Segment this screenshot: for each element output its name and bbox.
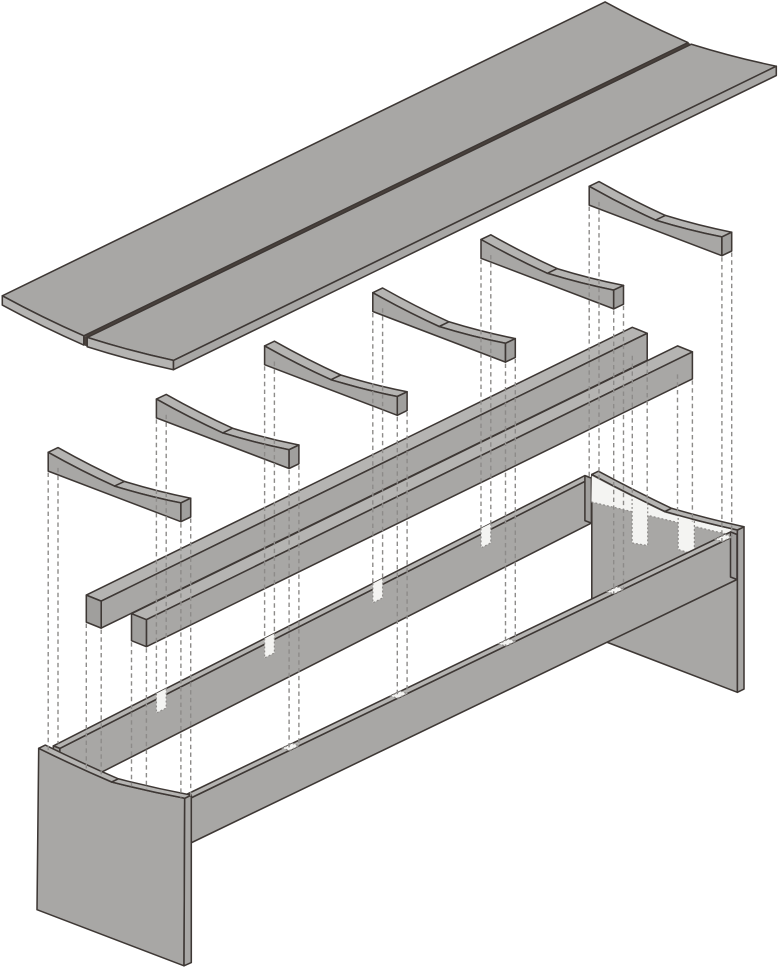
batten-6-side-face <box>588 185 723 257</box>
batten-3-valley-crease <box>330 374 342 381</box>
right-leg-hidden-batten-band <box>591 475 731 535</box>
near-apron-notch-2 <box>282 743 299 751</box>
batten-4-valley-crease <box>438 321 450 328</box>
seat-front-face <box>172 65 778 371</box>
alignment-lines <box>47 201 733 799</box>
batten-1 <box>47 446 192 523</box>
far-apron-notches <box>155 523 492 714</box>
near-apron-notch-3-outline <box>389 690 409 700</box>
near-apron-notch-5 <box>607 586 624 594</box>
near-apron-right-end <box>729 531 738 581</box>
batten-5-side-face <box>480 238 615 310</box>
far-apron-right-end <box>584 474 593 524</box>
far-apron-notch-5-outline <box>480 523 492 549</box>
right-leg-front-edge <box>736 526 745 694</box>
near-apron-notch-6 <box>715 534 732 542</box>
batten-6-end-face <box>721 231 733 257</box>
left-leg-valley-crease <box>110 778 120 783</box>
near-apron-notch-5-outline <box>605 586 626 595</box>
right-leg-top-face <box>591 470 745 531</box>
seat-seam-gap-end <box>83 335 88 347</box>
left-leg <box>36 744 193 967</box>
right-leg-rail-notch-2-outline <box>677 514 696 556</box>
rail-2-end-face <box>130 612 148 648</box>
batten-5-valley-crease <box>546 267 558 275</box>
far-apron-notch-4 <box>372 578 383 603</box>
batten-2 <box>155 393 300 470</box>
batten-1-valley-crease <box>113 480 126 487</box>
batten-1-end-face <box>180 497 192 523</box>
near-apron-notch-2-outline <box>281 742 301 752</box>
batten-3-end-face <box>396 391 408 417</box>
far-apron-notch-3 <box>264 633 275 658</box>
seat-plank-back-left-end <box>1 295 85 346</box>
rail-1 <box>85 326 648 629</box>
batten-2-valley-crease <box>221 427 234 434</box>
far-apron-notch-3-outline <box>263 633 276 659</box>
batten-1-side-face <box>47 451 182 523</box>
batten-5-end-face <box>612 284 625 310</box>
seat-seam-gap <box>83 42 692 338</box>
near-apron-notch-6-outline <box>713 533 734 543</box>
far-apron-notch-5 <box>481 523 491 548</box>
right-leg-rail-notch-1 <box>632 495 648 546</box>
batten-2-end-face <box>288 444 300 470</box>
near-apron-notch-4 <box>499 638 516 647</box>
left-leg-front-edge <box>183 794 193 967</box>
near-apron-notch-3 <box>390 691 408 699</box>
right-leg-rail-notch-2 <box>678 514 695 555</box>
near-apron-notch-4-outline <box>497 638 517 647</box>
batten-6-valley-crease <box>654 214 667 221</box>
far-apron-notch-4-outline <box>372 578 384 604</box>
batten-6 <box>588 180 733 257</box>
right-leg-valley-crease <box>664 507 673 513</box>
batten-4 <box>372 287 517 363</box>
far-apron-notch-2 <box>156 688 167 713</box>
seat <box>1 1 778 371</box>
batten-5 <box>480 234 625 310</box>
batten-2-side-face <box>155 398 290 470</box>
near-apron-notches <box>281 533 734 752</box>
batten-4-end-face <box>504 337 517 363</box>
batten-3-side-face <box>263 345 399 417</box>
batten-4-side-face <box>372 291 507 363</box>
rail-2 <box>130 345 694 648</box>
rail-1-end-face <box>85 594 102 629</box>
batten-3 <box>263 340 408 417</box>
far-apron-notch-2-outline <box>155 688 167 714</box>
right-leg-rail-notch-1-outline <box>631 495 649 547</box>
